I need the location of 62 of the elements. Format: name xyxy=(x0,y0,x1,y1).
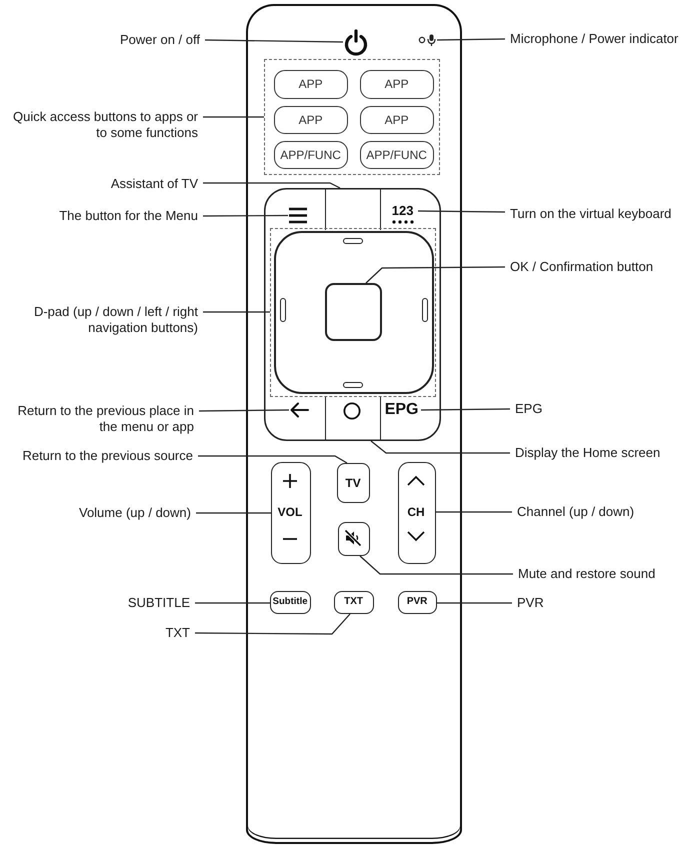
callout-label: Return to the previous place in the menu or app xyxy=(8,403,199,435)
callout-label: OK / Confirmation button xyxy=(505,259,692,275)
remote-control-body xyxy=(246,4,462,844)
power-icon xyxy=(342,28,369,56)
remote-key: TV xyxy=(336,462,370,503)
dashed-group-outline xyxy=(264,58,440,175)
callout-label: EPG xyxy=(510,401,570,417)
leader-line xyxy=(198,455,348,464)
callout-label: Microphone / Power indicator xyxy=(505,31,692,47)
remote-key: APP xyxy=(360,70,434,99)
ok-key xyxy=(324,282,382,341)
leader-line xyxy=(421,408,510,411)
leader-line xyxy=(203,116,264,118)
home-key xyxy=(324,396,381,441)
leader-line xyxy=(195,614,350,635)
callout-label: TXT xyxy=(120,625,195,641)
callout-label: Volume (up / down) xyxy=(40,505,196,521)
callout-label: D-pad (up / down / left / right navigation buttons) xyxy=(18,304,203,336)
key-label: CH xyxy=(406,504,426,520)
callout-label: Channel (up / down) xyxy=(512,504,682,520)
rocker-key xyxy=(270,462,311,564)
leader-line xyxy=(195,602,270,604)
menu-icon xyxy=(288,206,308,224)
leader-line xyxy=(360,556,513,575)
leader-line xyxy=(436,511,512,513)
callout-label: Assistant of TV xyxy=(60,176,203,192)
leader-line xyxy=(437,602,512,604)
callout-label: Return to the previous source xyxy=(0,448,198,464)
leader-line xyxy=(203,311,270,313)
remote-key: APP/FUNC xyxy=(360,140,434,169)
leader-line xyxy=(366,266,505,284)
remote-key: Subtitle xyxy=(270,590,311,614)
key-segment xyxy=(324,188,381,230)
rocker-key xyxy=(398,462,436,564)
leader-line xyxy=(203,182,340,189)
leader-line xyxy=(370,440,510,454)
leader-line xyxy=(437,38,505,41)
remote-key: APP xyxy=(274,106,348,134)
leader-line xyxy=(203,214,288,217)
callout-label: Quick access buttons to apps or to some functions xyxy=(6,109,203,141)
key-label: EPG xyxy=(382,400,421,420)
mute-key xyxy=(338,522,370,556)
callout-label: Turn on the virtual keyboard xyxy=(505,206,692,222)
leader-line xyxy=(205,39,343,43)
callout-label: PVR xyxy=(512,595,572,611)
key-label: 123 xyxy=(388,202,418,219)
callout-label: Power on / off xyxy=(100,32,205,48)
remote-key: APP/FUNC xyxy=(274,140,348,169)
callout-label: The button for the Menu xyxy=(40,208,203,224)
callout-label: Display the Home screen xyxy=(510,445,692,461)
remote-key: TXT xyxy=(334,590,374,614)
leader-line xyxy=(199,409,289,412)
callout-label: SUBTITLE xyxy=(100,595,195,611)
key-label: VOL xyxy=(276,504,304,520)
microphone-indicator-icon xyxy=(418,32,437,47)
remote-key: APP xyxy=(360,106,434,134)
remote-key: PVR xyxy=(398,590,437,614)
leader-line xyxy=(418,210,505,213)
remote-key: APP xyxy=(274,70,348,99)
leader-line xyxy=(196,512,271,514)
callout-label: Mute and restore sound xyxy=(513,566,692,582)
back-arrow-icon xyxy=(288,402,309,418)
